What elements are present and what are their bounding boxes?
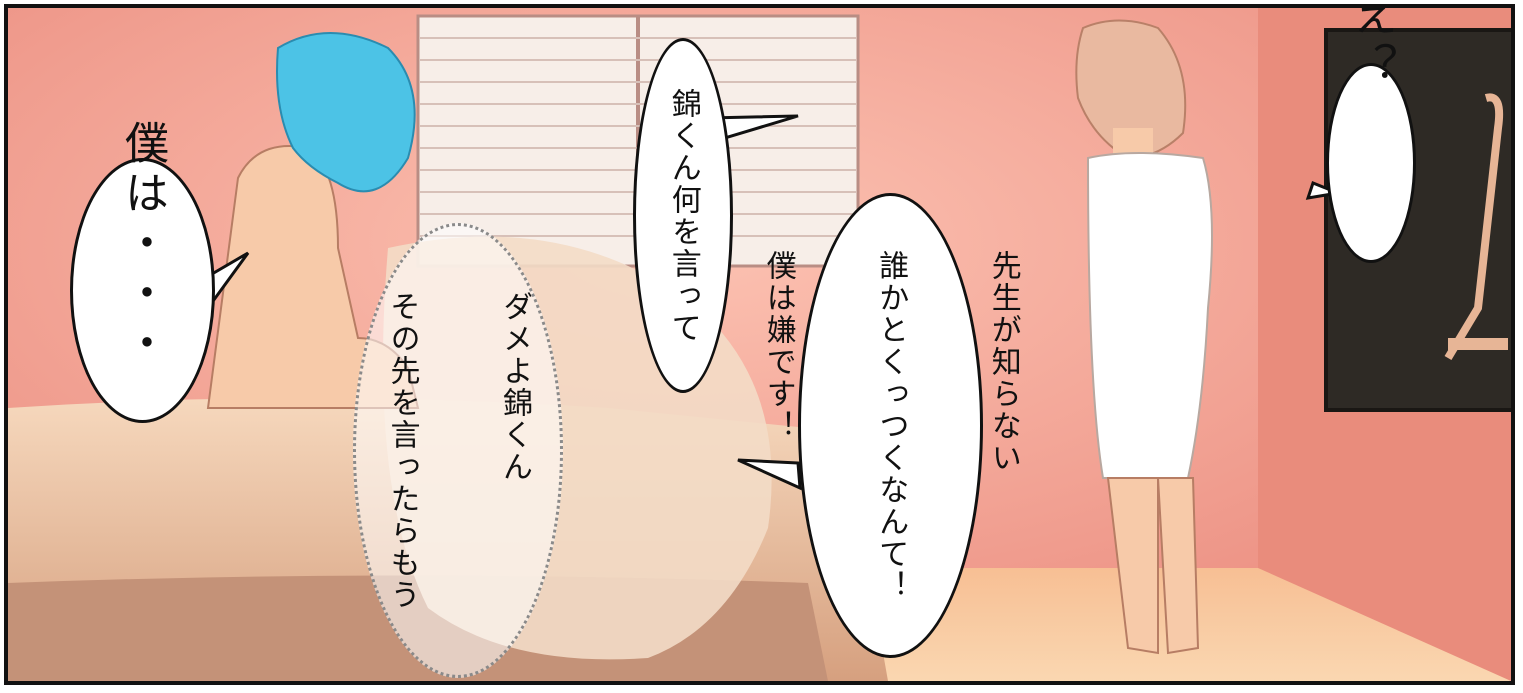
- speech-bubble-boku-wa: 僕は・・・: [70, 120, 215, 423]
- whisper-bubble-dame: ダメよ錦くん その先を言ったらもう: [353, 223, 563, 678]
- bubble-line: 僕は・・・: [117, 119, 168, 370]
- woman-character: [1075, 19, 1213, 655]
- bubble-line: その先を言ったらもう: [384, 290, 420, 611]
- bubble-text: ダメよ錦くん その先を言ったらもう: [308, 291, 608, 611]
- speech-bubble-sensei: 先生が知らない 誰かとくっつくなんて！ 僕は嫌です！: [761, 193, 1021, 658]
- manga-panel: 僕は・・・ 錦くん何を言って ダメよ錦くん その先を言ったらもう 先生が知らない…: [4, 4, 1515, 685]
- speech-bubble-e: え？: [1326, 8, 1416, 263]
- bubble-line: ダメよ錦くん: [497, 290, 532, 483]
- bubble-line: 僕は嫌です！: [760, 249, 796, 442]
- bubble-text: 僕は・・・: [8, 119, 280, 462]
- bubble-line: 先生が知らない: [985, 249, 1021, 474]
- bubble-text: 先生が知らない 誰かとくっつくなんて！ 僕は嫌です！: [684, 250, 1097, 602]
- bubble-line: 錦くん何を言って: [665, 87, 701, 344]
- scene-illustration: [8, 8, 1511, 681]
- bubble-line: 誰かとくっつくなんて！: [873, 249, 909, 602]
- speech-bubble-nishiki-nani: 錦くん何を言って: [633, 38, 733, 393]
- bubble-line: え？: [1345, 4, 1397, 92]
- bubble-text: 錦くん何を言って: [589, 88, 777, 344]
- bubble-text: え？: [1234, 4, 1509, 334]
